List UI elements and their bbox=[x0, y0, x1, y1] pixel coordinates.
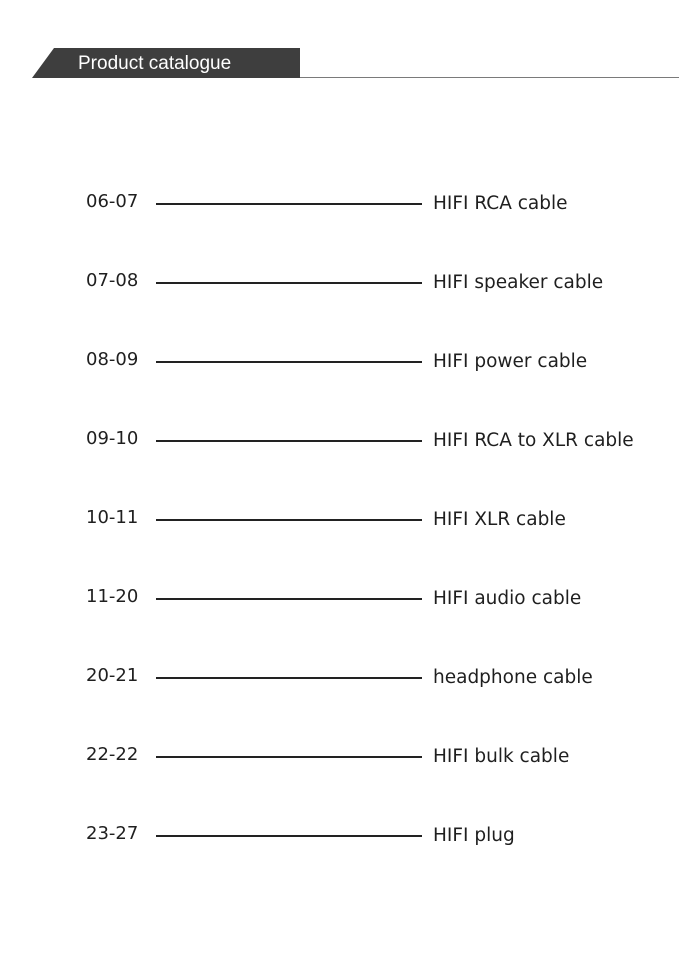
toc-page-range: 07-08 bbox=[86, 270, 139, 291]
toc-leader-line bbox=[156, 361, 422, 363]
toc-entry[interactable]: 23-27 HIFI plug bbox=[0, 823, 679, 863]
toc-entry[interactable]: 10-11 HIFI XLR cable bbox=[0, 507, 679, 547]
toc-entry[interactable]: 09-10 HIFI RCA to XLR cable bbox=[0, 428, 679, 468]
toc-entry[interactable]: 06-07 HIFI RCA cable bbox=[0, 191, 679, 231]
toc-page-range: 23-27 bbox=[86, 823, 139, 844]
page-title: Product catalogue bbox=[78, 53, 232, 74]
toc-page-range: 08-09 bbox=[86, 349, 139, 370]
toc-entry[interactable]: 22-22 HIFI bulk cable bbox=[0, 744, 679, 784]
toc-section-title: HIFI audio cable bbox=[433, 588, 582, 609]
toc-entry[interactable]: 20-21 headphone cable bbox=[0, 665, 679, 705]
toc-section-title: HIFI power cable bbox=[433, 351, 588, 372]
toc-page-range: 20-21 bbox=[86, 665, 139, 686]
toc-leader-line bbox=[156, 756, 422, 758]
toc-page-range: 09-10 bbox=[86, 428, 139, 449]
toc-leader-line bbox=[156, 519, 422, 521]
toc-page-range: 11-20 bbox=[86, 586, 139, 607]
toc-section-title: HIFI XLR cable bbox=[433, 509, 566, 530]
toc-leader-line bbox=[156, 598, 422, 600]
toc-section-title: HIFI bulk cable bbox=[433, 746, 570, 767]
toc-entry[interactable]: 08-09 HIFI power cable bbox=[0, 349, 679, 389]
toc-section-title: HIFI RCA to XLR cable bbox=[433, 430, 634, 451]
toc-leader-line bbox=[156, 440, 422, 442]
toc-leader-line bbox=[156, 677, 422, 679]
toc-page-range: 06-07 bbox=[86, 191, 139, 212]
toc-section-title: HIFI RCA cable bbox=[433, 193, 568, 214]
toc-section-title: HIFI speaker cable bbox=[433, 272, 604, 293]
toc-leader-line bbox=[156, 282, 422, 284]
toc-page-range: 10-11 bbox=[86, 507, 139, 528]
toc-entry[interactable]: 07-08 HIFI speaker cable bbox=[0, 270, 679, 310]
toc-entry[interactable]: 11-20 HIFI audio cable bbox=[0, 586, 679, 626]
toc-leader-line bbox=[156, 203, 422, 205]
header-banner bbox=[32, 48, 300, 78]
toc-leader-line bbox=[156, 835, 422, 837]
toc-section-title: HIFI plug bbox=[433, 825, 515, 846]
header-rule bbox=[300, 77, 679, 78]
toc-page-range: 22-22 bbox=[86, 744, 139, 765]
toc-section-title: headphone cable bbox=[433, 667, 593, 688]
